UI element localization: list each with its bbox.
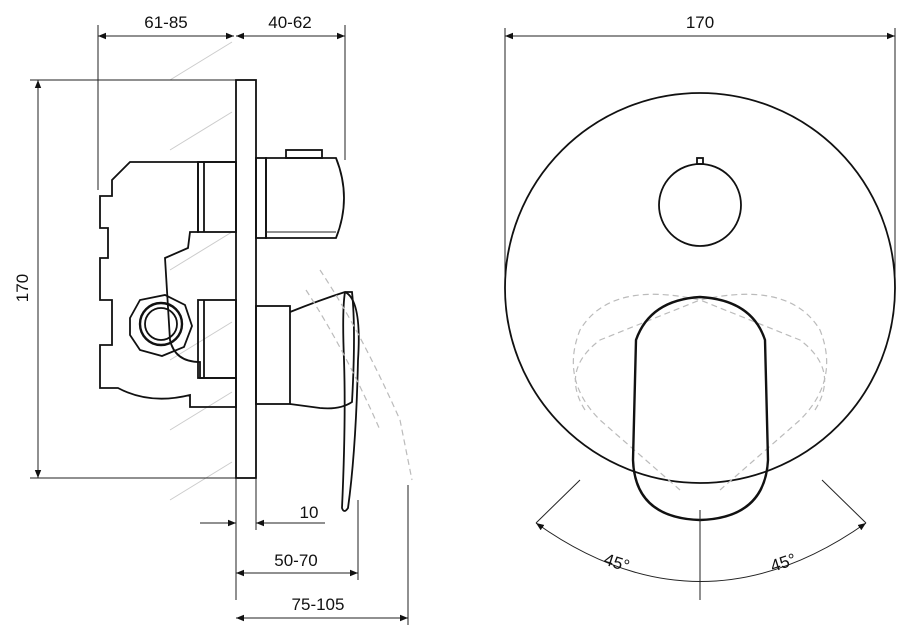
lever-handle-front: [631, 295, 770, 522]
diverter-knob-front: [658, 157, 742, 247]
wall-plate: [235, 79, 257, 479]
dim-plate: 10: [200, 478, 325, 600]
angle-right-label: 45°: [768, 550, 798, 576]
side-view: 61-85 40-62 170: [13, 13, 413, 625]
angle-left-label: 45°: [602, 550, 632, 576]
dim-projection-b-label: 75-105: [292, 595, 345, 614]
valve-body-upper-socket: [197, 161, 237, 233]
dim-depth-body-label: 61-85: [144, 13, 187, 32]
dim-depth-body: 61-85: [97, 13, 234, 190]
dim-projection-b: 75-105: [236, 485, 409, 625]
front-view: 170 45° 45°: [504, 13, 896, 600]
union-nut: [129, 294, 193, 357]
dim-depth-cover-label: 40-62: [268, 13, 311, 32]
side-view-ghost-lines: [169, 41, 233, 501]
dim-diameter: 170: [504, 13, 896, 288]
angle-arc: 45° 45°: [535, 479, 867, 600]
dim-projection-a: 50-70: [236, 500, 359, 580]
dim-diameter-label: 170: [686, 13, 714, 32]
valve-body: [99, 161, 237, 408]
dim-height: 170: [13, 79, 236, 479]
lever-rotation-ghost: [572, 293, 828, 491]
diverter-knob-side: [255, 149, 345, 239]
cover-plate: [504, 92, 896, 484]
dim-projection-a-label: 50-70: [274, 551, 317, 570]
dim-depth-cover: 40-62: [236, 13, 346, 160]
lever-handle-side: [255, 269, 413, 512]
valve-body-lower-socket: [197, 299, 237, 379]
dim-height-label: 170: [13, 274, 32, 302]
dim-plate-label: 10: [300, 503, 319, 522]
